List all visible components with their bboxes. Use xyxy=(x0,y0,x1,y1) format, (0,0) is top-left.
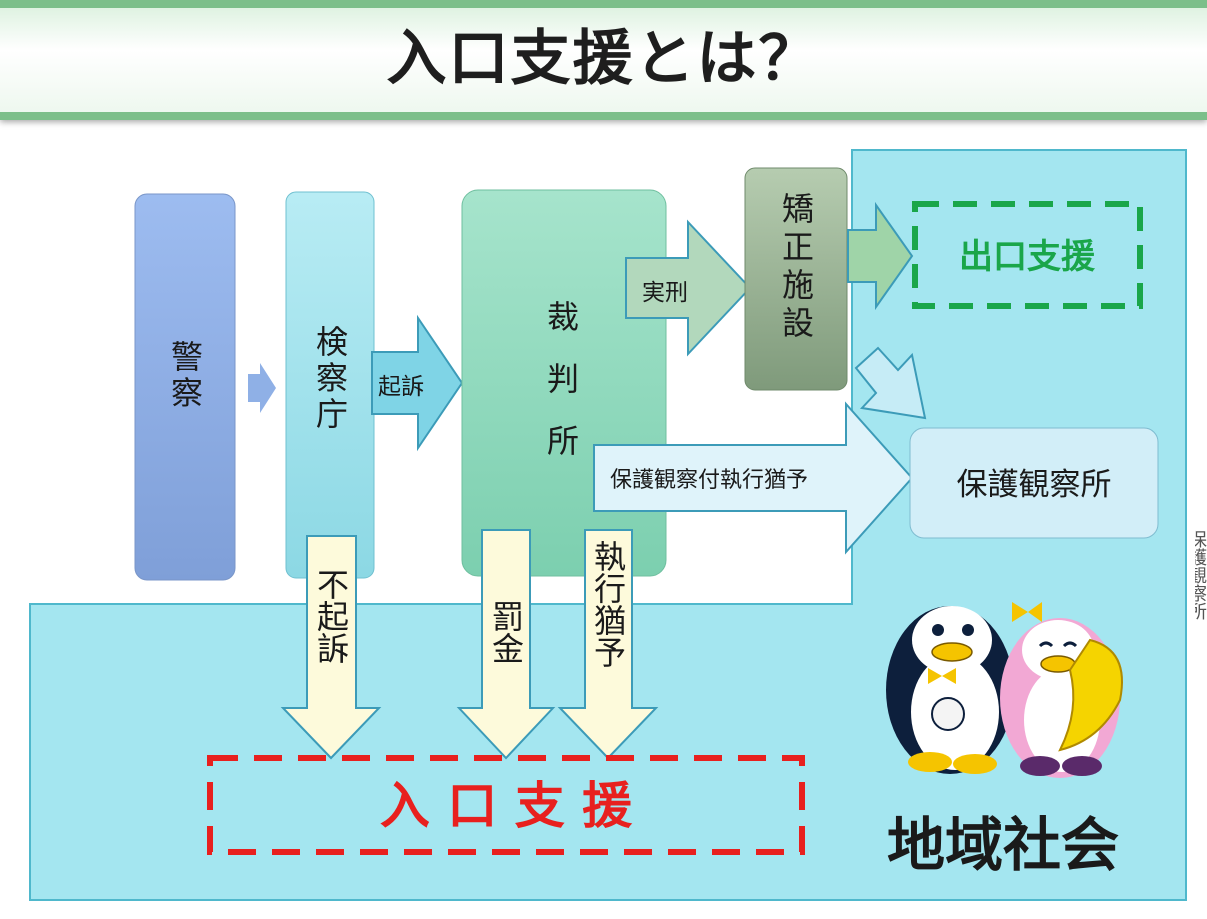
police-box xyxy=(134,193,236,581)
arrow-correctional-exit xyxy=(847,201,914,311)
arrow-suspended-sentence xyxy=(557,529,659,760)
fine-label: 罰金 xyxy=(487,600,525,664)
police-label: 警察 xyxy=(166,340,204,412)
arrow-correctional-probation xyxy=(854,346,927,420)
probation-suspension-label: 保護観察付執行猶予 xyxy=(610,468,808,493)
page-title: 入口支援とは？ xyxy=(386,24,821,94)
prosecutor-label: 検察庁 xyxy=(311,325,349,433)
indictment-label: 起訴 xyxy=(378,374,424,400)
arrow-indictment xyxy=(371,314,464,452)
probation-office-box xyxy=(909,427,1159,539)
arrow-probation-suspension xyxy=(593,401,914,555)
correctional-label: 矯正施設 xyxy=(777,192,815,344)
arrow-non-prosecution xyxy=(280,535,382,760)
court-label: 裁判所 xyxy=(542,300,580,486)
arrow-prison-sentence xyxy=(625,219,752,357)
prison-sentence-label: 実刑 xyxy=(642,280,688,306)
probation-office-label: 保護観察所 xyxy=(957,467,1112,503)
arrow-fine xyxy=(456,529,556,760)
suspended-sentence-label: 執行猶予 xyxy=(589,540,627,668)
side-text: 保護観察所 xyxy=(1195,530,1207,620)
arrow-police-prosecutor xyxy=(248,363,276,413)
exit-support-box xyxy=(912,201,1143,309)
exit-support-label: 出口支援 xyxy=(959,237,1096,277)
penguin-mascots-illustration xyxy=(886,602,1123,778)
community-label: 地域社会 xyxy=(887,811,1119,879)
non-prosecution-label: 不起訴 xyxy=(312,568,350,664)
entry-support-label: 入 口 支 援 xyxy=(380,777,633,835)
entry-support-box xyxy=(207,755,805,855)
title-bar: 入口支援とは？ xyxy=(0,0,1207,120)
